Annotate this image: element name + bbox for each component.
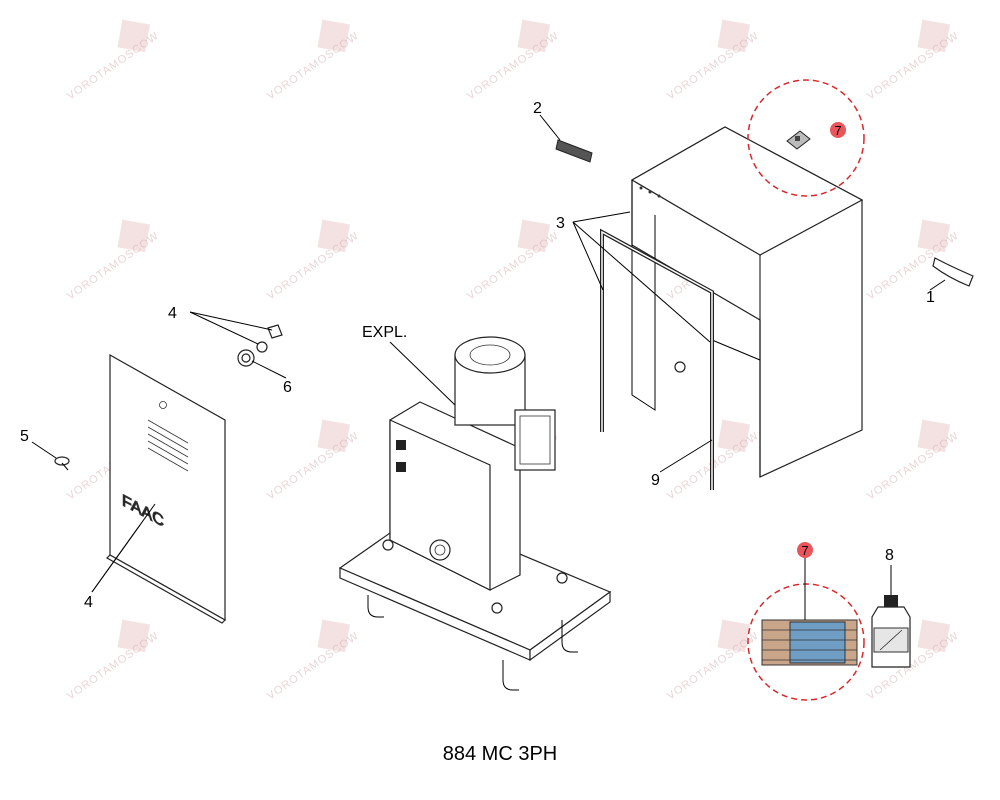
diagram-title: 884 MC 3PH [443,743,558,765]
front-panel: FAAC [106,353,226,624]
callout-7-top: 7 [834,123,841,138]
watermark-text: VOROTAMOSCOW [865,430,962,503]
callout-6: 6 [283,379,292,396]
callout-7-top-badge: 7 [830,122,846,138]
leader-lines [31,114,946,620]
watermark-text: VOROTAMOSCOW [865,30,962,103]
watermark-text: VOROTAMOSCOW [265,630,362,703]
callout-7-bottom-badge: 7 [797,542,813,558]
watermark-text: VOROTAMOSCOW [65,230,162,303]
callout-4-bottom: 4 [84,594,93,611]
callout-4-top: 4 [168,305,177,322]
filter-part-7 [761,619,858,666]
oil-bottle-part-8 [871,595,911,668]
faac-badge-part-2 [555,139,593,163]
callout-7-bottom: 7 [801,543,808,558]
handle-part-1 [932,257,974,287]
watermark-text: VOROTAMOSCOW [65,30,162,103]
highlight-circle-top [747,79,865,197]
highlight-circle-bottom [747,583,865,701]
lock-parts [237,324,283,367]
watermark-text: VOROTAMOSCOW [665,30,762,103]
screw-part-5 [54,456,70,471]
callout-8: 8 [885,547,894,564]
watermark-text: VOROTAMOSCOW [465,30,562,103]
cover-housing [630,126,864,478]
callout-2: 2 [533,100,542,117]
watermark-text: VOROTAMOSCOW [665,630,762,703]
watermark-text: VOROTAMOSCOW [465,230,562,303]
watermark-text: VOROTAMOSCOW [65,630,162,703]
callout-3: 3 [556,215,565,232]
hydraulic-unit [338,336,612,691]
watermark-text: VOROTAMOSCOW [265,230,362,303]
callout-1: 1 [926,289,935,306]
callout-5: 5 [20,428,29,445]
callout-9: 9 [651,472,660,489]
callout-expl: EXPL. [362,324,407,341]
watermark-text: VOROTAMOSCOW [265,430,362,503]
gasket-seals [600,228,714,490]
watermark-text: VOROTAMOSCOW [265,30,362,103]
